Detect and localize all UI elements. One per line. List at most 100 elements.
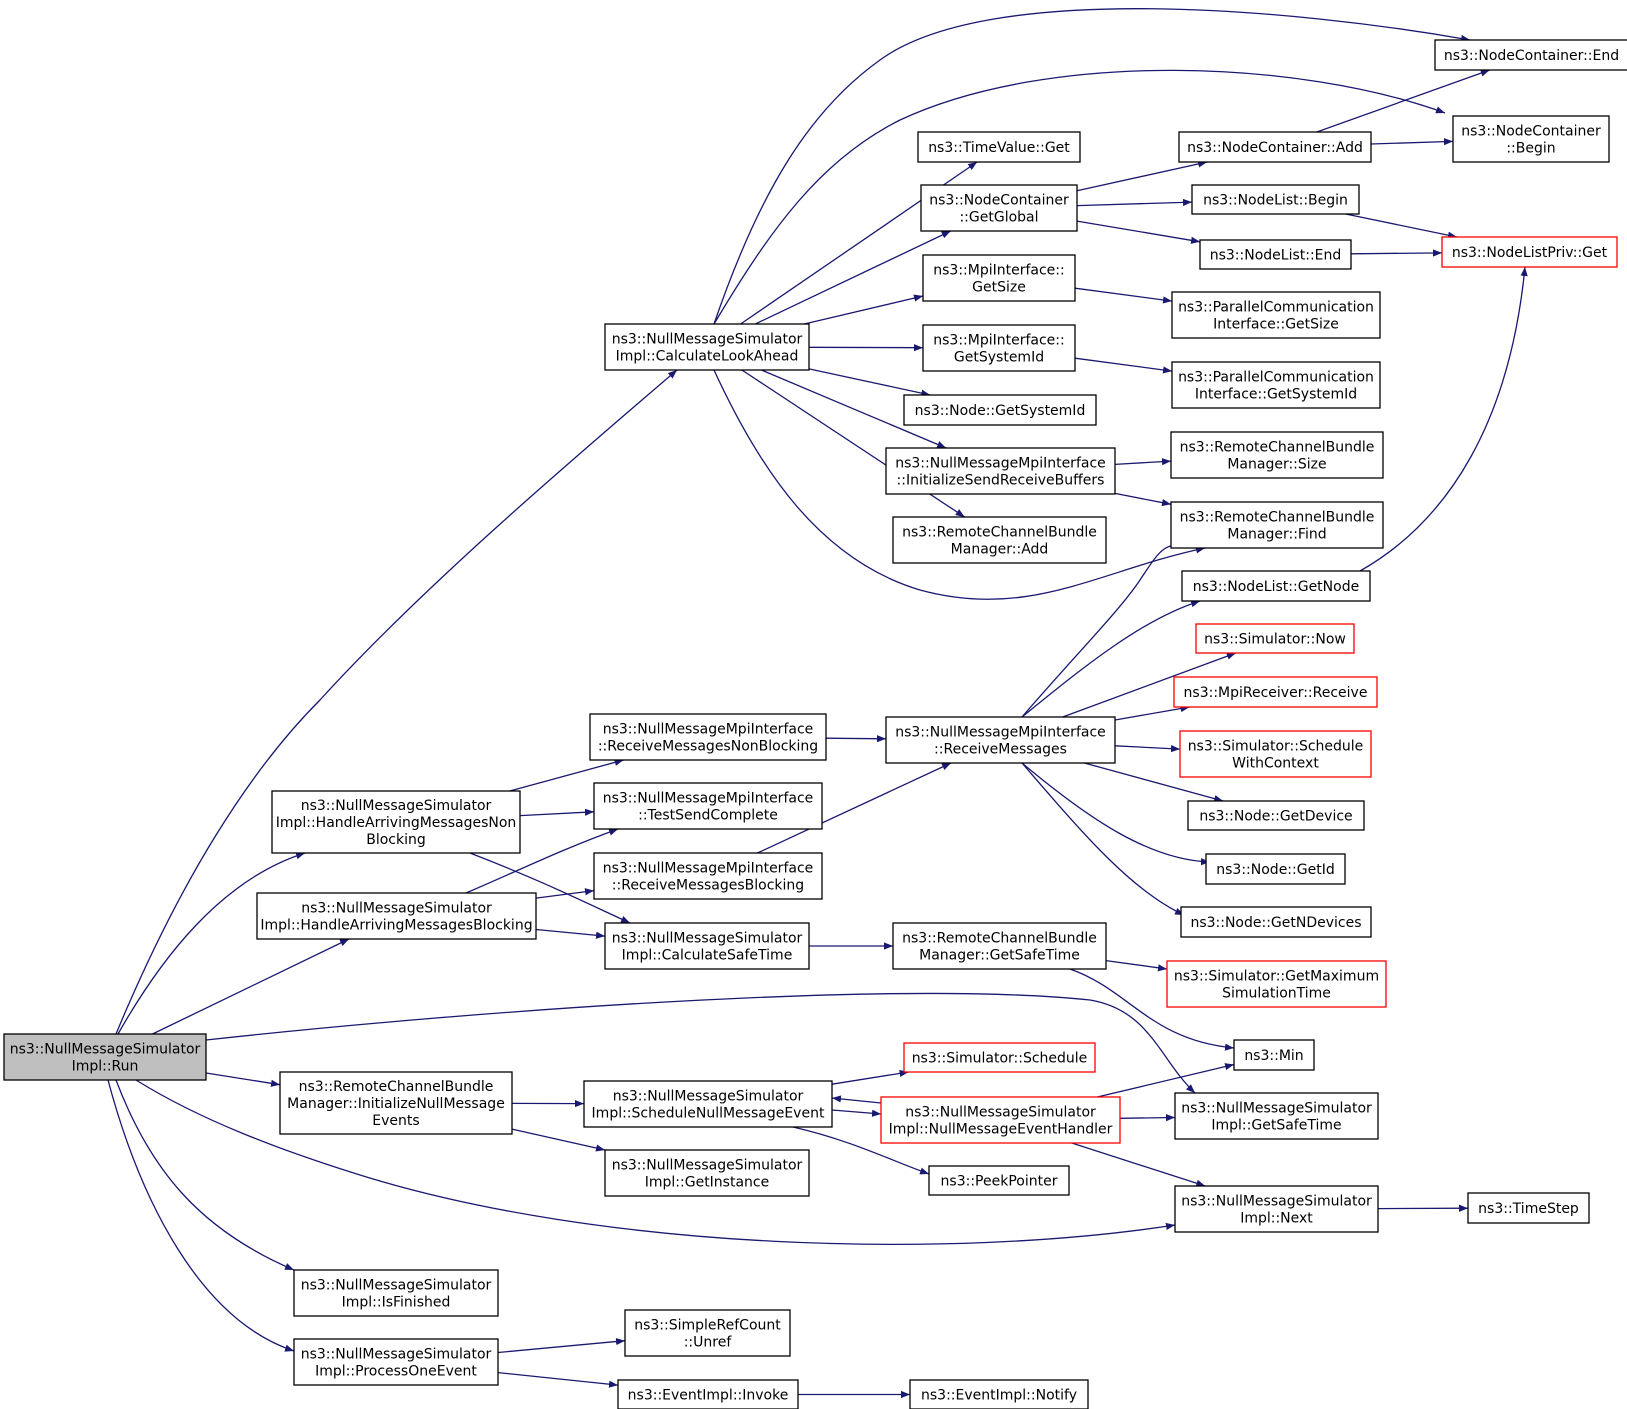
node-label-line: ::ReceiveMessagesBlocking [612,878,804,894]
node-box [617,1379,799,1409]
node-timestep[interactable]: ns3::TimeStep [1467,1192,1590,1224]
node-label-line: ns3::ParallelCommunication [1178,370,1374,386]
node-box [1467,1192,1590,1224]
node-box [1195,623,1355,654]
node-nmmpi-recv-messages[interactable]: ns3::NullMessageMpiInterface::ReceiveMes… [885,716,1116,764]
edge-null_event_handler-to-ns3_min [1097,1063,1235,1098]
node-label-line: ns3::NodeList::GetNode [1193,579,1359,595]
node-label-line: GetSystemId [954,350,1044,366]
edge-calc_lookahead-to-mpi_getsize [804,294,924,325]
edge-nmmpi_recv_messages-to-rcbm_find [1021,541,1191,718]
node-rcbm-getsafetime[interactable]: ns3::RemoteChannelBundleManager::GetSafe… [892,922,1107,970]
nodes-layer: ns3::NullMessageSimulatorImpl::Runns3::N… [3,39,1627,1409]
node-nodecontainer-end[interactable]: ns3::NodeContainer::End [1434,39,1627,71]
node-box [279,1071,513,1135]
node-peekpointer[interactable]: ns3::PeekPointer [928,1165,1070,1196]
edge-nodecontainer_add-to-nodecontainer_begin [1370,138,1454,146]
node-box [593,782,823,830]
node-mpi-getsize[interactable]: ns3::MpiInterface::GetSize [922,254,1076,302]
node-eventimpl-invoke[interactable]: ns3::EventImpl::Invoke [617,1379,799,1409]
node-timevalue-get[interactable]: ns3::TimeValue::Get [917,131,1081,163]
node-nodelist-end[interactable]: ns3::NodeList::End [1199,239,1352,270]
node-simulator-schedule[interactable]: ns3::Simulator::Schedule [903,1042,1096,1073]
node-node-getndevices[interactable]: ns3::Node::GetNDevices [1180,906,1372,938]
node-mpi-getsystemid[interactable]: ns3::MpiInterface::GetSystemId [922,324,1076,372]
node-nodecontainer-begin[interactable]: ns3::NodeContainer::Begin [1452,115,1610,163]
edge-process_one_event-to-simplerefcount_unref [497,1337,626,1354]
node-label-line: ns3::NodeList::Begin [1203,193,1348,209]
node-handle-nonblocking[interactable]: ns3::NullMessageSimulatorImpl::HandleArr… [271,790,521,854]
node-box [1170,501,1384,549]
node-nmmpi-test-send[interactable]: ns3::NullMessageMpiInterface::TestSendCo… [593,782,823,830]
node-label-line: ns3::MpiReceiver::Receive [1184,685,1368,701]
edge-schedule_null_event-to-peekpointer [792,1126,930,1175]
node-mpireceiver-receive[interactable]: ns3::MpiReceiver::Receive [1173,676,1378,708]
node-calc-lookahead[interactable]: ns3::NullMessageSimulatorImpl::Calculate… [604,323,810,371]
node-label-line: Interface::GetSize [1213,317,1339,333]
node-rcbm-init-null[interactable]: ns3::RemoteChannelBundleManager::Initial… [279,1071,513,1135]
node-nmmpi-recv-blocking[interactable]: ns3::NullMessageMpiInterface::ReceiveMes… [593,852,823,900]
edge-run-to-get_safe_time [205,992,1196,1094]
node-box [293,1269,499,1317]
node-box [909,1379,1089,1409]
node-label-line: Blocking [366,832,426,848]
node-get-instance[interactable]: ns3::NullMessageSimulatorImpl::GetInstan… [604,1149,810,1197]
node-label-line: ::InitializeSendReceiveBuffers [897,473,1105,489]
node-node-getid[interactable]: ns3::Node::GetId [1205,853,1346,885]
node-handle-blocking[interactable]: ns3::NullMessageSimulatorImpl::HandleArr… [256,892,537,940]
node-box [1441,236,1618,268]
node-node-getdevice[interactable]: ns3::Node::GetDevice [1187,800,1365,831]
edge-calc_lookahead-to-nodecontainer_begin [713,69,1446,325]
edge-run-to-is_finished [115,1079,295,1271]
node-label-line: ns3::NullMessageSimulator [612,332,803,348]
node-schedule-null-event[interactable]: ns3::NullMessageSimulatorImpl::ScheduleN… [583,1080,833,1128]
edge-handle_blocking-to-nmmpi_test_send [465,828,619,894]
node-label-line: ns3::SimpleRefCount [634,1318,781,1334]
node-nodelistpriv-get[interactable]: ns3::NodeListPriv::Get [1441,236,1618,268]
node-nmmpi-init-buffers[interactable]: ns3::NullMessageMpiInterface::Initialize… [885,447,1116,495]
node-nodelist-getnode[interactable]: ns3::NodeList::GetNode [1181,570,1371,602]
node-nmmpi-recv-nonblocking[interactable]: ns3::NullMessageMpiInterface::ReceiveMes… [589,713,827,761]
node-calc-safe-time[interactable]: ns3::NullMessageSimulatorImpl::Calculate… [604,922,810,970]
node-eventimpl-notify[interactable]: ns3::EventImpl::Notify [909,1379,1089,1409]
edge-nodelist_end-to-nodelistpriv_get [1350,249,1443,257]
node-pci-getsystemid[interactable]: ns3::ParallelCommunicationInterface::Get… [1171,361,1381,409]
node-is-finished[interactable]: ns3::NullMessageSimulatorImpl::IsFinishe… [293,1269,499,1317]
node-simulator-now[interactable]: ns3::Simulator::Now [1195,623,1355,654]
node-nodecontainer-add[interactable]: ns3::NodeContainer::Add [1178,131,1372,163]
node-label-line: Impl::IsFinished [342,1295,451,1311]
edge-mpi_getsystemid-to-pci_getsystemid [1074,357,1173,374]
node-node-getsystemid[interactable]: ns3::Node::GetSystemId [903,394,1097,426]
node-get-safe-time[interactable]: ns3::NullMessageSimulatorImpl::GetSafeTi… [1174,1092,1379,1140]
node-box [1452,115,1610,163]
node-label-line: ns3::PeekPointer [941,1174,1058,1190]
node-label-line: Impl::CalculateSafeTime [622,948,793,964]
node-nodelist-begin[interactable]: ns3::NodeList::Begin [1191,184,1360,215]
node-label-line: ns3::NodeListPriv::Get [1452,245,1608,261]
edge-rcbm_init_null-to-get_instance [511,1128,606,1152]
node-null-event-handler[interactable]: ns3::NullMessageSimulatorImpl::NullMessa… [880,1096,1121,1144]
node-label-line: ns3::Node::GetId [1216,862,1334,878]
node-box [1205,853,1346,885]
edge-run-to-rcbm_init_null [205,1072,281,1087]
node-simplerefcount-unref[interactable]: ns3::SimpleRefCount::Unref [624,1309,791,1357]
node-label-line: ns3::ParallelCommunication [1178,300,1374,316]
node-box [271,790,521,854]
edge-nodecontainer_getglobal-to-nodelist_begin [1076,198,1193,207]
node-label-line: ns3::NodeContainer [1461,124,1601,140]
edge-calc_lookahead-to-nodecontainer_getglobal [755,230,951,325]
node-pci-getsize[interactable]: ns3::ParallelCommunicationInterface::Get… [1171,291,1381,339]
node-box [903,394,1097,426]
node-ns3-min[interactable]: ns3::Min [1233,1039,1315,1071]
node-label-line: ns3::NullMessageMpiInterface [895,456,1106,472]
node-box [624,1309,791,1357]
node-nodecontainer-getglobal[interactable]: ns3::NodeContainer::GetGlobal [920,184,1078,232]
node-process-one-event[interactable]: ns3::NullMessageSimulatorImpl::ProcessOn… [293,1338,499,1386]
